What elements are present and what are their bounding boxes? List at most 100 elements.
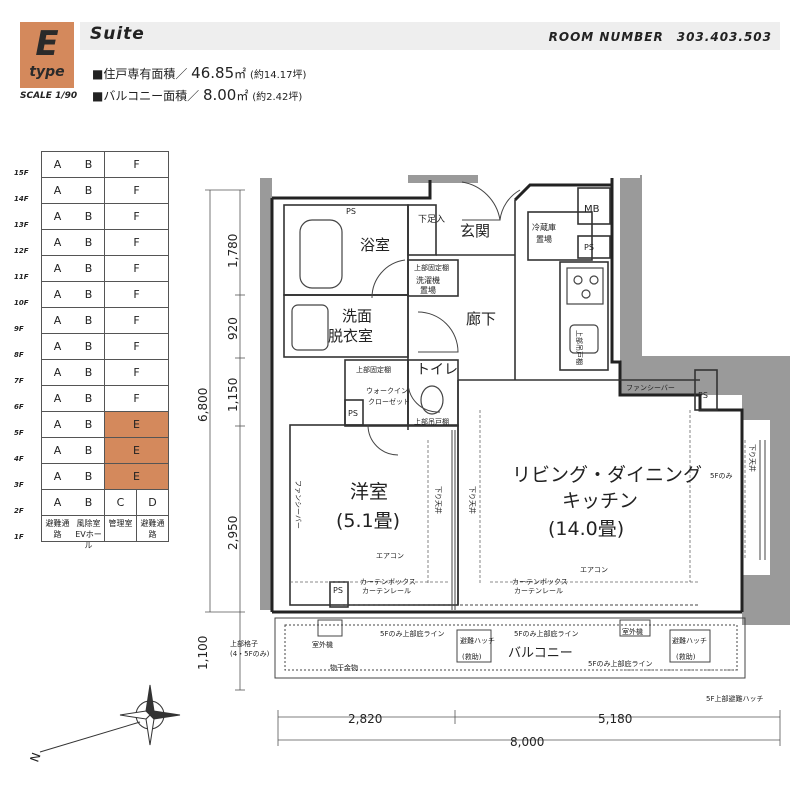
dashed-lines	[290, 410, 746, 671]
floor-label: 12F	[14, 247, 29, 255]
exterior-shading	[260, 175, 790, 625]
floor-cell: A	[41, 151, 74, 178]
floor-cell: F	[105, 151, 169, 178]
dim-6800: 6,800	[196, 388, 210, 422]
floor-cell: 避難通路	[137, 515, 169, 542]
room-ldk-2: キッチン	[562, 490, 638, 512]
bathtub	[299, 219, 343, 289]
floor-label: 8F	[14, 351, 24, 359]
ps-label: PS	[698, 391, 708, 400]
shoe-box-label: 下足入	[418, 214, 445, 225]
upper-cabinet-label: 上部吊戸棚	[414, 417, 449, 426]
floor-label: 1F	[14, 533, 24, 541]
aircon-label: エアコン	[580, 566, 608, 574]
suite-label: Suite	[90, 24, 145, 44]
area-value: 46.85	[191, 64, 235, 82]
floor-cell: B	[73, 307, 105, 334]
balcony-prefix: ■バルコニー面積／	[92, 89, 200, 103]
wic-shelf-label: 上部固定棚	[356, 365, 391, 374]
floor-label: 15F	[14, 169, 29, 177]
doors	[367, 181, 521, 456]
sink	[569, 324, 599, 354]
floor-label: 2F	[14, 507, 24, 515]
ps-label: PS	[584, 243, 594, 252]
balcony	[274, 430, 766, 679]
dim-5180: 5,180	[598, 712, 632, 726]
ps-label: PS	[348, 409, 358, 418]
fixtures	[291, 219, 604, 415]
floor-cell: 風除室EVホール	[73, 515, 105, 550]
floor-cell: B	[73, 437, 105, 464]
room-entrance: 玄関	[460, 222, 490, 240]
floor-label: 7F	[14, 377, 24, 385]
floor-cell: B	[73, 385, 105, 412]
evac-hatch-label: 避難ハッチ	[672, 636, 707, 645]
dim-2950: 2,950	[226, 516, 240, 550]
room-bath: 浴室	[360, 236, 390, 254]
floor-label: 10F	[14, 299, 29, 307]
vertical-labels: 上部吊戸棚 下り天井 下り天井 ファンシーバー 下り天井	[294, 330, 757, 529]
fancy-bar-label: ファンシーバー	[294, 480, 302, 529]
sagari-label: 下り天井	[748, 444, 757, 472]
room-ldk-3: (14.0畳)	[548, 518, 624, 540]
floor-cell: B	[73, 255, 105, 282]
wic-label-2: クローゼット	[368, 397, 410, 406]
stove	[566, 267, 604, 305]
floor-cell: 管理室	[105, 515, 137, 542]
curtain-rail-label: カーテンレール	[362, 587, 411, 595]
five-f-only-upper-label: 5Fのみ上部庇ライン	[588, 659, 652, 668]
floor-cell: B	[73, 281, 105, 308]
floor-label: 11F	[14, 273, 29, 281]
fridge-label-1: 冷蔵庫	[532, 222, 556, 232]
small-labels: PS MB PS PS PS PS 冷蔵庫 置場 上部固定棚 洗濯機 置場 上部…	[27, 204, 763, 764]
floor-cell: F	[105, 255, 169, 282]
mb-label: MB	[584, 204, 600, 215]
room-ldk-1: リビング・ダイニング	[512, 464, 702, 486]
curtain-rail-label: カーテンレール	[514, 587, 563, 595]
wic-label-1: ウォークイン	[366, 387, 408, 395]
washer-label-2: 置場	[420, 285, 436, 295]
washbasin	[291, 304, 329, 351]
area-tsubo: (約14.17坪)	[249, 70, 307, 81]
drain-label: 物干金物	[330, 663, 358, 672]
sagari-label: 下り天井	[434, 486, 443, 514]
floor-cell: B	[73, 489, 105, 516]
ps-label: PS	[333, 586, 343, 595]
compass-n-label: N	[27, 751, 43, 764]
area-prefix: ■住戸専有面積／	[92, 67, 188, 81]
floor-label: 4F	[14, 455, 24, 463]
floor-cell: A	[41, 203, 74, 230]
floor-label: 5F	[14, 429, 24, 437]
upper-grille-label-2: (4・5Fのみ)	[230, 650, 270, 658]
type-word: type	[29, 64, 65, 80]
balcony-tsubo: (約2.42坪)	[252, 92, 303, 103]
upper-evac-hatch-label: 5F上部避難ハッチ	[706, 694, 763, 703]
evac-hatch-label: 避難ハッチ	[460, 636, 495, 645]
room-western-1: 洋室	[350, 481, 388, 503]
balcony-area-line: ■バルコニー面積／ 8.00㎡ (約2.42坪)	[92, 86, 302, 104]
evac-hatch-sub-label: (救助)	[676, 652, 696, 661]
floor-label: 14F	[14, 195, 29, 203]
private-area-line: ■住戸専有面積／ 46.85㎡ (約14.17坪)	[92, 64, 306, 82]
toilet-fixture	[420, 385, 444, 415]
balcony-value: 8.00	[202, 86, 237, 104]
dim-2820: 2,820	[348, 712, 382, 726]
sagari-label: 下り天井	[468, 486, 477, 514]
type-badge	[20, 22, 74, 88]
type-letter: E	[35, 24, 59, 64]
ps-label: PS	[346, 207, 356, 216]
kitchen-cabinet-label: 上部吊戸棚	[575, 330, 584, 365]
floor-cell: E	[105, 463, 169, 490]
dim-1100: 1,100	[196, 636, 210, 670]
floor-label: 13F	[14, 221, 29, 229]
dim-920: 920	[226, 317, 240, 340]
dim-1780: 1,780	[226, 234, 240, 268]
floor-cell: A	[41, 463, 74, 490]
outdoor-unit-label: 室外機	[622, 627, 643, 636]
outdoor-unit-label: 室外機	[312, 640, 333, 649]
floor-cell: E	[105, 437, 169, 464]
fridge-label-2: 置場	[536, 234, 552, 244]
compass-rose	[39, 684, 181, 753]
room-corridor: 廊下	[466, 310, 496, 328]
